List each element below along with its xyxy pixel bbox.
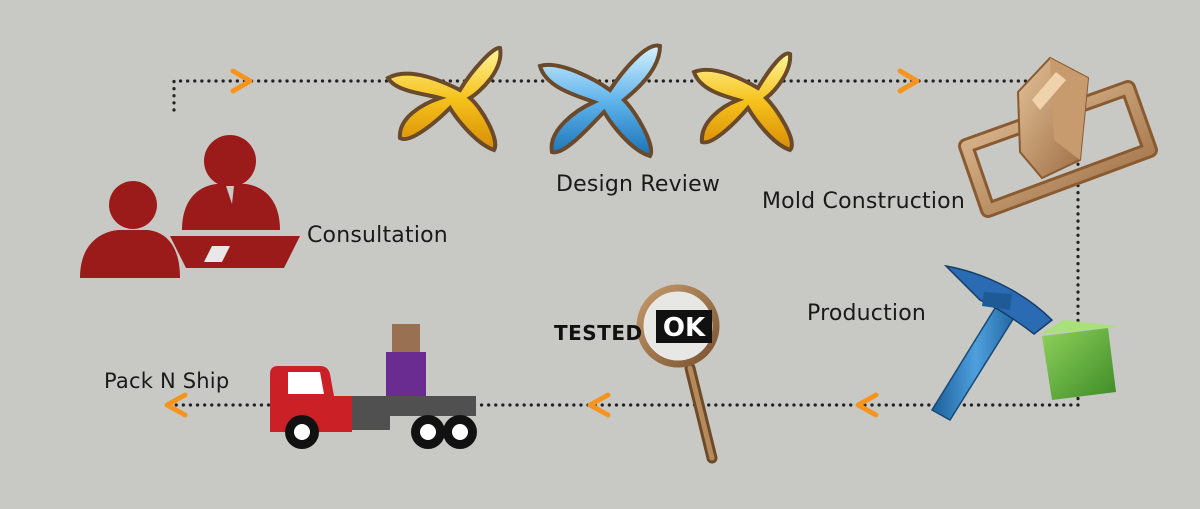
arrow-left-icon: [587, 392, 611, 418]
step-label-mold-construction: Mold Construction: [762, 189, 965, 214]
step-label-production: Production: [807, 301, 927, 326]
flow-arrows: [164, 68, 920, 418]
arrow-right-icon: [230, 68, 253, 94]
step-label-design-review: Design Review: [556, 172, 721, 197]
arrow-left-icon: [164, 392, 188, 418]
hammer-icon: [930, 264, 1118, 422]
arrow-left-icon: [855, 392, 879, 418]
mold-icon: [958, 56, 1158, 218]
stamp-ok-box: [656, 310, 712, 343]
stamp-tested-text: TESTED: [554, 321, 643, 345]
magnifier-icon: TESTED OK: [554, 284, 720, 464]
step-label-consultation: Consultation: [307, 223, 448, 248]
stamp-ok-text: OK: [663, 313, 706, 343]
truck-icon: [270, 324, 477, 449]
arrow-right-icon: [897, 68, 920, 94]
design-star-icon: [385, 43, 794, 159]
people-icon: [80, 135, 300, 278]
step-label-pack-n-ship: Pack N Ship: [104, 369, 230, 393]
